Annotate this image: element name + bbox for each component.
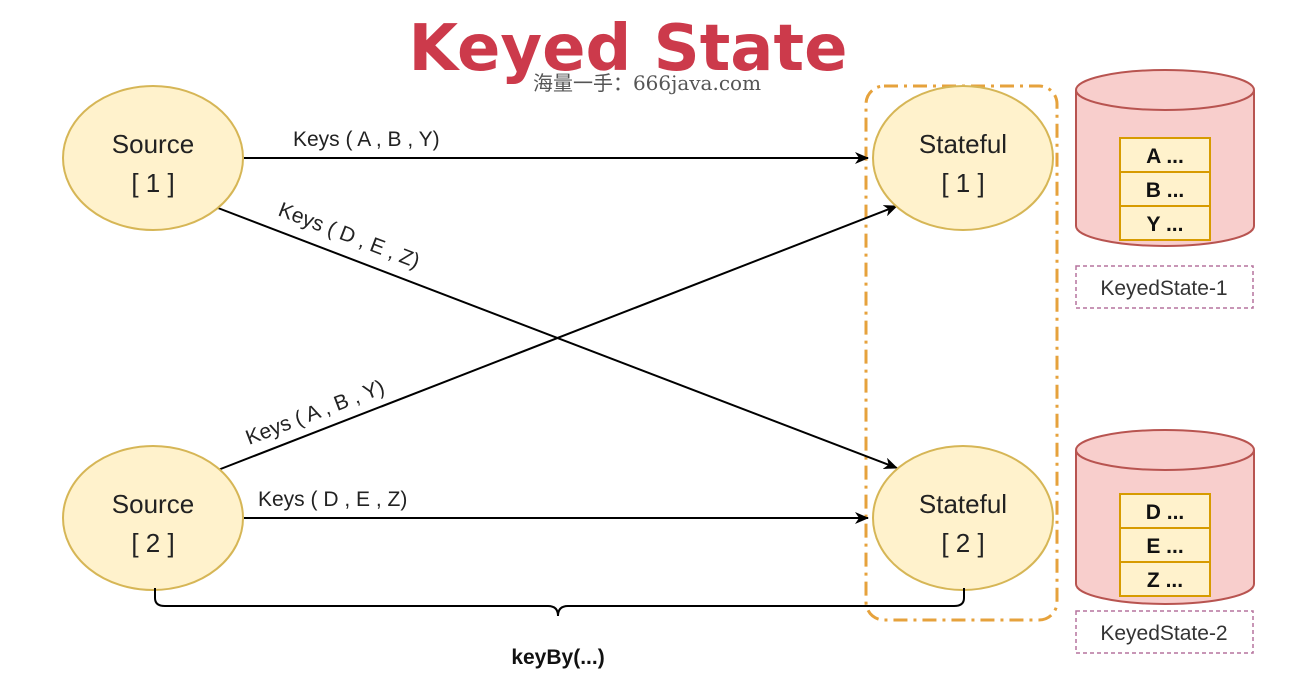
svg-text:Z ...: Z ... xyxy=(1147,569,1183,592)
state-entry: B ... xyxy=(1119,171,1211,207)
state-entry: D ... xyxy=(1119,493,1211,529)
svg-text:A ...: A ... xyxy=(1146,145,1184,168)
watermark-text: 海量一手：666java.com xyxy=(533,71,761,95)
keyby-label: keyBy(...) xyxy=(511,646,604,669)
node-name: Source xyxy=(112,129,194,159)
svg-text:KeyedState-1: KeyedState-1 xyxy=(1100,277,1227,300)
stateful-node-1: Stateful [ 1 ] xyxy=(872,85,1054,231)
node-name: Stateful xyxy=(919,129,1007,159)
svg-text:B ...: B ... xyxy=(1146,179,1185,202)
state-entry: A ... xyxy=(1119,137,1211,173)
keyed-state-store-1: A ... B ... Y ... xyxy=(1075,69,1255,247)
source-node-1: Source [ 1 ] xyxy=(62,85,244,231)
keyby-brace xyxy=(154,588,965,617)
svg-text:E ...: E ... xyxy=(1146,535,1183,558)
edge-label: Keys ( A , B , Y) xyxy=(293,128,440,151)
state-entry: Z ... xyxy=(1119,561,1211,597)
svg-text:D ...: D ... xyxy=(1146,501,1185,524)
store-label-1: KeyedState-1 xyxy=(1075,265,1254,309)
stateful-node-2: Stateful [ 2 ] xyxy=(872,445,1054,591)
svg-text:KeyedState-2: KeyedState-2 xyxy=(1100,622,1227,645)
store-label-2: KeyedState-2 xyxy=(1075,610,1254,654)
edge-label: Keys ( D , E , Z) xyxy=(275,198,423,273)
node-index: [ 1 ] xyxy=(131,168,174,198)
svg-text:Y ...: Y ... xyxy=(1147,213,1184,236)
node-index: [ 2 ] xyxy=(941,528,984,558)
node-index: [ 2 ] xyxy=(131,528,174,558)
node-index: [ 1 ] xyxy=(941,168,984,198)
state-entry: E ... xyxy=(1119,527,1211,563)
node-name: Source xyxy=(112,489,194,519)
edge-label: Keys ( D , E , Z) xyxy=(258,488,407,511)
source-node-2: Source [ 2 ] xyxy=(62,445,244,591)
keyed-state-store-2: D ... E ... Z ... xyxy=(1075,429,1255,605)
stateful-group-border xyxy=(864,84,1059,622)
edge-source2-stateful1 xyxy=(217,205,898,471)
diagram-title: Keyed State xyxy=(409,12,848,86)
node-name: Stateful xyxy=(919,489,1007,519)
state-entry: Y ... xyxy=(1119,205,1211,241)
